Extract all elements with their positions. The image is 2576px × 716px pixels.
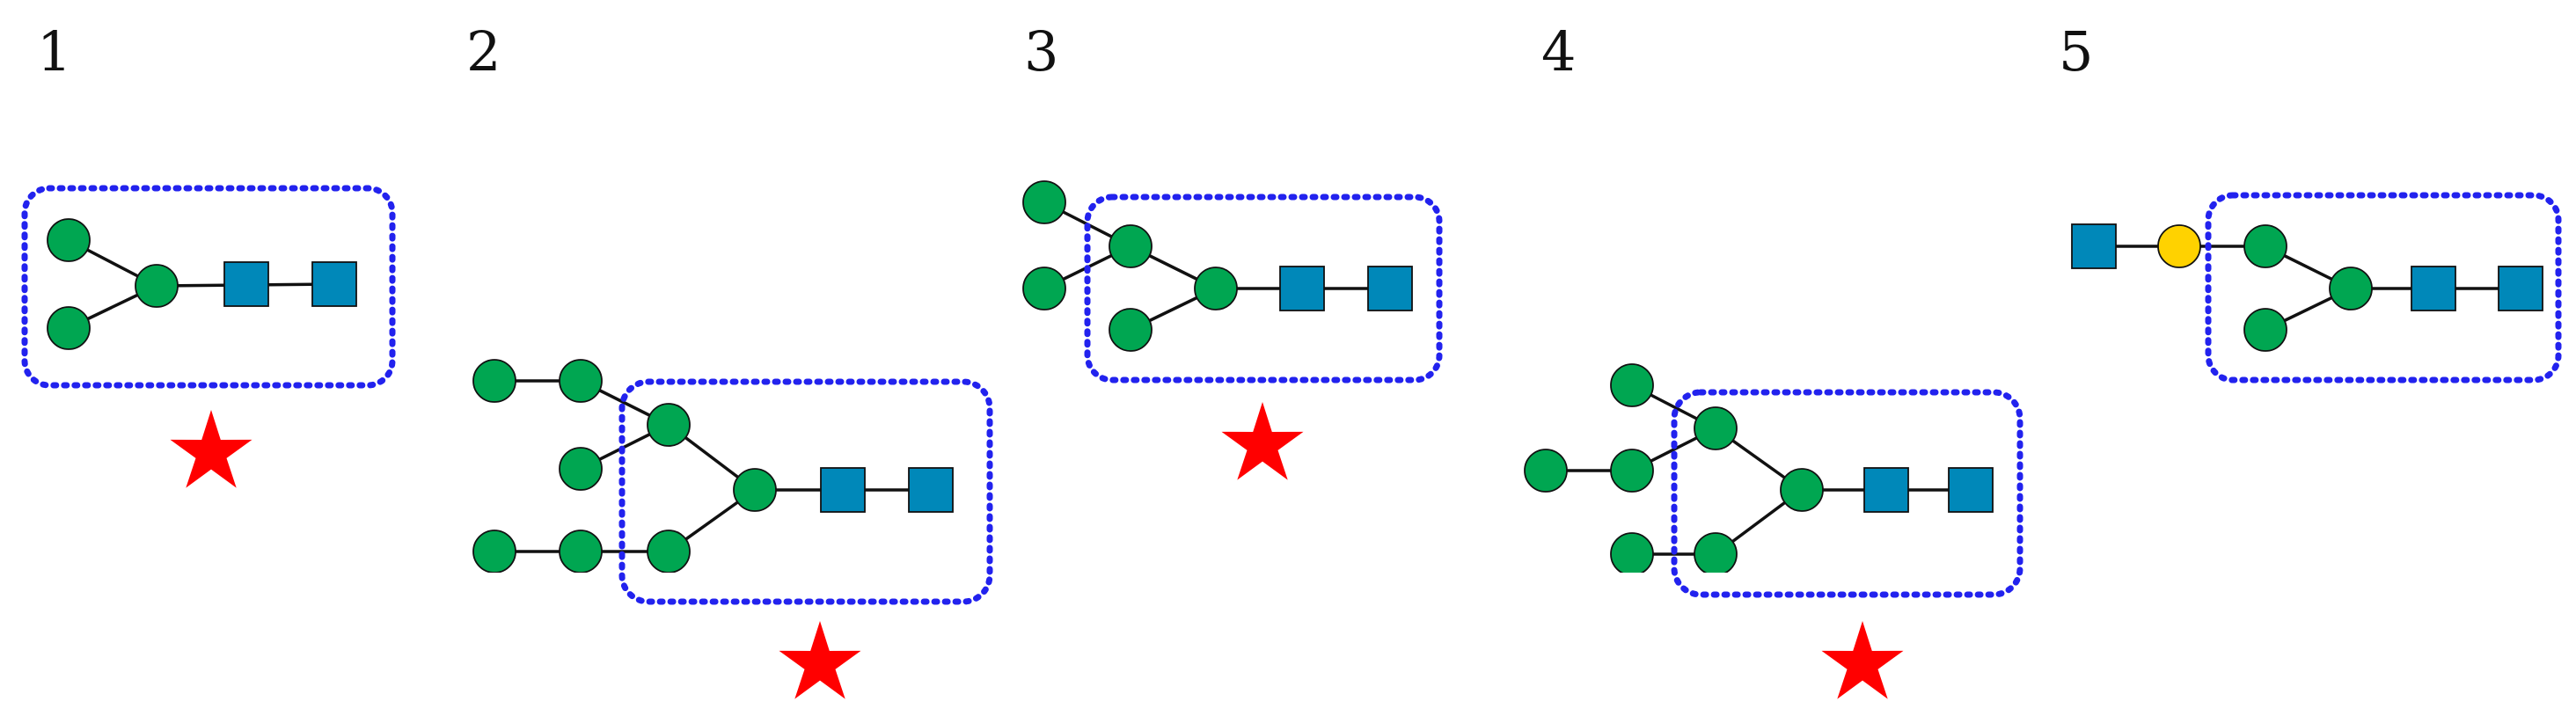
- glcnac-square: [2071, 223, 2117, 269]
- mannose-circle: [47, 306, 91, 350]
- mannose-circle: [559, 530, 603, 573]
- mannose-circle: [2243, 308, 2287, 352]
- mannose-circle: [733, 468, 777, 512]
- core-box: [1671, 389, 2023, 598]
- panel-2: 2: [466, 19, 993, 699]
- mannose-circle: [472, 359, 516, 403]
- panel-number: 4: [1541, 19, 1576, 84]
- panel-number: 3: [1024, 19, 1058, 84]
- mannose-circle: [1194, 267, 1238, 311]
- star-marker: [170, 410, 252, 488]
- panel-number: 5: [2059, 19, 2093, 84]
- mannose-circle: [1694, 406, 1738, 450]
- mannose-circle: [1694, 532, 1738, 573]
- mannose-circle: [1022, 267, 1066, 311]
- glycan-structure: [472, 359, 954, 573]
- panel-5: 5: [2059, 19, 2562, 384]
- galactose-circle: [2157, 224, 2201, 268]
- mannose-circle: [1022, 180, 1066, 224]
- mannose-circle: [647, 403, 691, 447]
- mannose-circle: [1610, 449, 1654, 493]
- mannose-circle: [135, 264, 179, 308]
- glcnac-square: [1279, 266, 1325, 311]
- mannose-circle: [1610, 532, 1654, 573]
- star-marker: [779, 621, 861, 699]
- core-box: [618, 378, 993, 605]
- glcnac-square: [908, 467, 954, 513]
- mannose-circle: [1524, 449, 1568, 493]
- mannose-circle: [559, 359, 603, 403]
- glcnac-square: [820, 467, 866, 513]
- glycan-structure: [47, 218, 357, 350]
- mannose-circle: [647, 530, 691, 573]
- glycan-structure: [2071, 223, 2543, 352]
- mannose-circle: [47, 218, 91, 262]
- mannose-circle: [472, 530, 516, 573]
- glcnac-square: [2411, 266, 2456, 311]
- panel-number: 1: [37, 19, 71, 84]
- panel-3: 3: [1022, 19, 1443, 480]
- mannose-circle: [2329, 267, 2373, 311]
- panel-1: 1: [21, 19, 396, 488]
- glcnac-square: [311, 261, 357, 307]
- mannose-circle: [1610, 363, 1654, 407]
- panel-4: 4: [1524, 19, 2023, 699]
- core-box: [1084, 194, 1443, 384]
- panel-number: 2: [466, 19, 501, 84]
- glycan-structure: [1524, 363, 1994, 573]
- mannose-circle: [1780, 468, 1824, 512]
- mannose-circle: [559, 447, 603, 491]
- star-marker: [1221, 402, 1304, 480]
- core-box: [21, 185, 396, 389]
- mannose-circle: [1109, 308, 1153, 352]
- core-box: [2205, 192, 2562, 384]
- glcnac-square: [1367, 266, 1413, 311]
- mannose-circle: [2243, 224, 2287, 268]
- glcnac-square: [2498, 266, 2543, 311]
- glcnac-square: [223, 261, 269, 307]
- glcnac-square: [1863, 467, 1909, 513]
- glycan-structure: [1022, 180, 1413, 352]
- mannose-circle: [1109, 224, 1153, 268]
- star-marker: [1821, 621, 1904, 699]
- glcnac-square: [1948, 467, 1994, 513]
